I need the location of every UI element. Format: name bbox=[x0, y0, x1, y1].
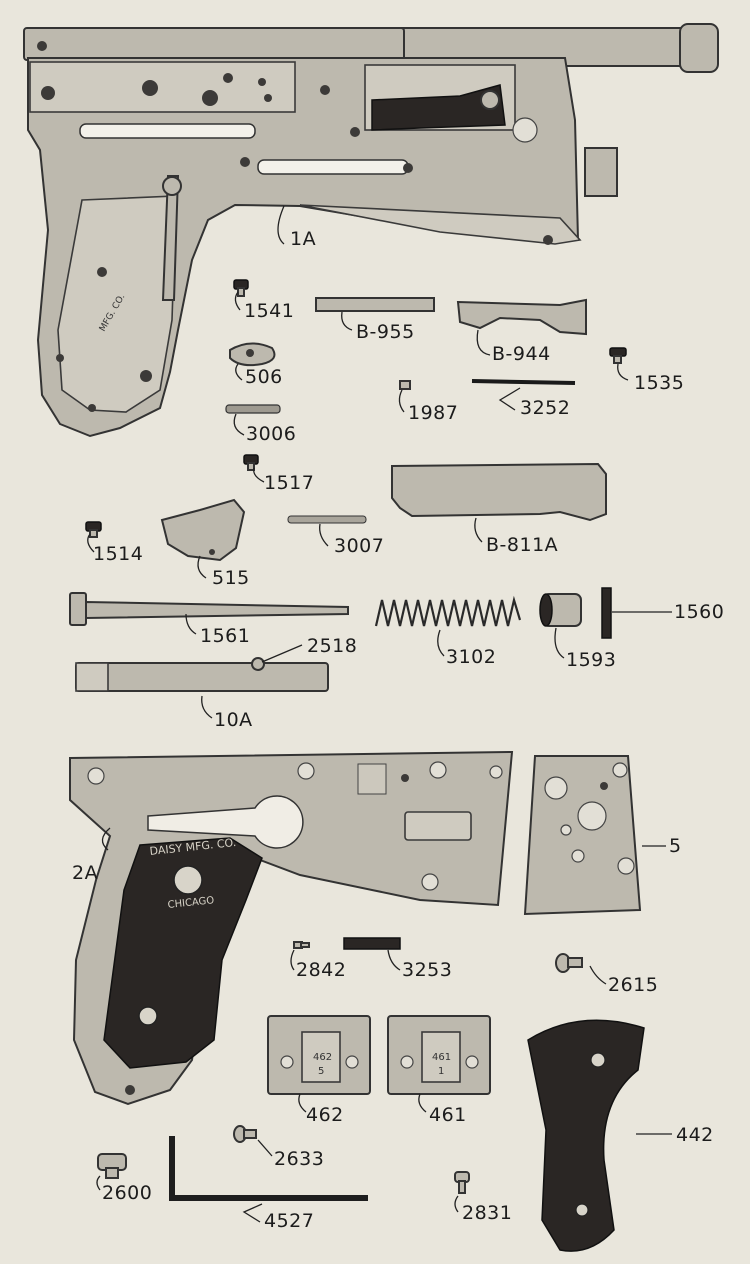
grip-stamp-bottom: CHICAGO bbox=[167, 895, 215, 911]
label-515: 515 bbox=[212, 567, 250, 589]
part-1517-screw bbox=[243, 454, 259, 471]
part-5-side-plate bbox=[523, 755, 642, 916]
label-442: 442 bbox=[676, 1124, 714, 1146]
part-2633-screw bbox=[233, 1125, 257, 1143]
part-3253-bar bbox=[343, 937, 401, 950]
label-10A: 10A bbox=[214, 709, 253, 731]
part-2615-screw bbox=[555, 953, 583, 973]
part-2A-frame-half bbox=[69, 750, 514, 1106]
part-B-955-bar bbox=[315, 297, 435, 312]
plate-462-stamp: 462 bbox=[313, 1052, 332, 1063]
label-2633: 2633 bbox=[274, 1148, 325, 1170]
label-1517: 1517 bbox=[264, 472, 315, 494]
label-2831: 2831 bbox=[462, 1202, 513, 1224]
part-3006-spring bbox=[225, 404, 281, 414]
part-3252-rod bbox=[471, 379, 576, 385]
label-506: 506 bbox=[245, 366, 283, 388]
part-1561-plunger bbox=[69, 592, 349, 626]
label-2600: 2600 bbox=[102, 1182, 153, 1204]
label-1535: 1535 bbox=[634, 372, 685, 394]
leader-lines bbox=[87, 205, 672, 1223]
plate-461-number: 1 bbox=[438, 1066, 444, 1077]
label-5: 5 bbox=[669, 835, 682, 857]
label-462: 462 bbox=[306, 1104, 344, 1126]
label-1987: 1987 bbox=[408, 402, 459, 424]
label-1593: 1593 bbox=[566, 649, 617, 671]
label-B-811A: B-811A bbox=[486, 534, 559, 556]
label-1514: 1514 bbox=[93, 543, 144, 565]
part-462-plate bbox=[267, 1015, 371, 1095]
label-B-955: B-955 bbox=[356, 321, 415, 343]
part-10A-barrel bbox=[75, 657, 329, 692]
label-3007: 3007 bbox=[334, 535, 385, 557]
label-3102: 3102 bbox=[446, 646, 497, 668]
part-4527-hex-key bbox=[169, 1136, 368, 1201]
label-3253: 3253 bbox=[402, 959, 453, 981]
part-2600-screw bbox=[97, 1153, 127, 1179]
part-1514-screw bbox=[85, 521, 102, 538]
label-461: 461 bbox=[429, 1104, 467, 1126]
part-442-grip-panel bbox=[527, 1019, 645, 1252]
plate-461-stamp: 461 bbox=[432, 1052, 451, 1063]
part-1541-screw bbox=[233, 279, 249, 297]
plate-462-number: 5 bbox=[318, 1066, 324, 1077]
label-1560: 1560 bbox=[674, 601, 725, 623]
part-B-811A-plate bbox=[391, 462, 607, 522]
label-1541: 1541 bbox=[244, 300, 295, 322]
label-2615: 2615 bbox=[608, 974, 659, 996]
part-2831-screw bbox=[454, 1171, 470, 1194]
label-1561: 1561 bbox=[200, 625, 251, 647]
part-1535-screw bbox=[609, 347, 627, 364]
part-1560-pin bbox=[601, 587, 612, 639]
label-3006: 3006 bbox=[246, 423, 297, 445]
part-B-944-lever bbox=[456, 298, 587, 336]
part-461-plate bbox=[387, 1015, 491, 1095]
part-1A-assembled-pistol bbox=[23, 23, 719, 438]
label-2842: 2842 bbox=[296, 959, 347, 981]
part-3007-pin bbox=[287, 515, 367, 524]
part-1987-pin bbox=[399, 380, 411, 390]
part-506-plate bbox=[229, 342, 276, 367]
part-515-sear bbox=[160, 498, 246, 562]
label-1A: 1A bbox=[290, 228, 317, 250]
part-3102-spring bbox=[374, 595, 522, 627]
label-B-944: B-944 bbox=[492, 343, 551, 365]
label-3252: 3252 bbox=[520, 397, 571, 419]
label-2A: 2A bbox=[72, 862, 99, 884]
label-2518: 2518 bbox=[307, 635, 358, 657]
part-1593-collar bbox=[539, 593, 582, 627]
label-4527: 4527 bbox=[264, 1210, 315, 1232]
part-2842-screw bbox=[293, 941, 310, 949]
